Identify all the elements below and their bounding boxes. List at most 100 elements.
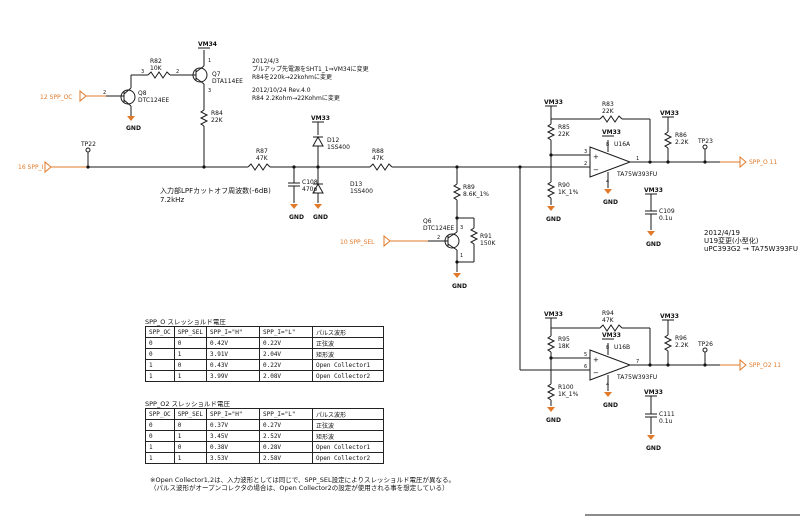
svg-text:R100: R100 <box>558 384 574 391</box>
svg-text:7.2kHz: 7.2kHz <box>160 196 184 204</box>
resistor-r89: R89 8.6K_1% <box>452 183 489 201</box>
svg-text:R83: R83 <box>602 101 614 108</box>
svg-text:TP23: TP23 <box>697 138 713 145</box>
resistor-r84: R84 22K <box>199 109 224 127</box>
svg-text:+: + <box>593 153 599 161</box>
svg-text:Q6: Q6 <box>423 218 432 225</box>
revision-notes: 2012/4/3 プルアップ先電源をSHT1_1⇒VM34に変更 R84を220… <box>252 58 369 102</box>
resistor-r87: R87 47K <box>247 148 271 171</box>
footnote-line-2: （パルス波形がオープンコレクタの場合は、Open Collector2の設定が使… <box>150 484 449 492</box>
svg-text:GND: GND <box>313 214 328 221</box>
q8-ref: Q8 <box>138 90 147 97</box>
svg-text:U19変更(小型化): U19変更(小型化) <box>704 236 759 245</box>
capacitor-c111: VM33 C111 0.1u GND <box>644 389 675 452</box>
svg-text:−: − <box>593 369 599 377</box>
resistor-r85: R85 22K <box>546 123 571 141</box>
svg-text:1: 1 <box>208 58 211 64</box>
svg-text:GND: GND <box>646 241 661 248</box>
svg-text:3: 3 <box>584 149 587 155</box>
svg-text:Q7: Q7 <box>212 71 221 78</box>
lpf-note: 入力部LPFカットオフ周波数(-6dB) <box>160 186 271 195</box>
testpoint-tp22 <box>85 147 91 153</box>
svg-text:GND: GND <box>126 125 141 132</box>
svg-text:VM33: VM33 <box>644 187 663 194</box>
svg-text:R84 2.2Kohm→22Kohmに変更: R84 2.2Kohm→22Kohmに変更 <box>252 94 340 102</box>
svg-text:DTC124EE: DTC124EE <box>423 225 454 232</box>
svg-text:22K: 22K <box>558 131 571 138</box>
svg-text:GND: GND <box>289 214 304 221</box>
svg-text:2012/10/24 Rev.4.0: 2012/10/24 Rev.4.0 <box>252 87 311 94</box>
spp-o2-port <box>739 358 747 372</box>
svg-text:D13: D13 <box>350 181 362 188</box>
threshold-select-section: R89 8.6K_1% R91 150K 10 SPP_SEL 2 Q6 DTC… <box>340 167 496 290</box>
svg-text:7: 7 <box>636 359 639 365</box>
comparator-u16a <box>589 146 632 178</box>
svg-text:VM33: VM33 <box>644 389 663 396</box>
svg-text:TA75W393FU: TA75W393FU <box>616 171 657 178</box>
resistor-r83: R83 22K <box>599 101 623 123</box>
svg-text:GND: GND <box>646 445 661 452</box>
resistor-r86: R86 2.2K <box>663 131 690 149</box>
svg-text:2012/4/19: 2012/4/19 <box>704 229 740 237</box>
svg-text:プルアップ先電源をSHT1_1⇒VM34に変更: プルアップ先電源をSHT1_1⇒VM34に変更 <box>252 65 369 73</box>
svg-text:VM33: VM33 <box>544 311 563 318</box>
svg-text:10K: 10K <box>150 65 163 72</box>
svg-text:TP22: TP22 <box>80 141 96 148</box>
svg-text:150K: 150K <box>480 240 496 247</box>
svg-text:+: + <box>593 356 599 364</box>
resistor-r82: R82 10K <box>147 58 171 79</box>
testpoint-tp26 <box>702 347 708 353</box>
svg-text:C109: C109 <box>659 208 675 215</box>
spp-oc-input-section: 12 SPP_OC 2 Q8 DTC124EE GND 3 R82 10K 2 <box>40 41 243 167</box>
svg-text:47K: 47K <box>256 155 269 162</box>
svg-text:C111: C111 <box>659 411 675 418</box>
svg-text:R96: R96 <box>675 335 687 342</box>
vm34-label: VM34 <box>198 41 217 48</box>
svg-text:GND: GND <box>546 417 561 424</box>
spp-i-net-label: 16 SPP_I <box>18 164 44 171</box>
svg-text:2.2K: 2.2K <box>675 139 690 146</box>
svg-text:R90: R90 <box>558 182 570 189</box>
transistor-q6: Q6 DTC124EE <box>423 218 460 251</box>
transistor-q8: Q8 DTC124EE <box>120 87 169 107</box>
resistor-r96: R96 2.2K <box>663 334 690 352</box>
svg-text:VM33: VM33 <box>602 332 621 339</box>
q8-part: DTC124EE <box>138 97 169 104</box>
svg-text:GND: GND <box>452 283 467 290</box>
svg-text:3: 3 <box>208 88 211 94</box>
spp-i-input-section: 16 SPP_I TP22 R87 47K 入力部LPFカットオフ周波数(-6d… <box>18 141 370 204</box>
svg-text:U16A: U16A <box>614 141 631 148</box>
spp-o2-net-label: SPP_O2 11 <box>749 362 781 369</box>
svg-text:GND: GND <box>546 216 561 223</box>
svg-text:GND: GND <box>603 199 618 206</box>
svg-text:TA75W393FU: TA75W393FU <box>616 374 657 381</box>
svg-text:R89: R89 <box>463 184 475 191</box>
comparator-u16a-section: VM33 R85 22K R90 1K_1% GND R83 22K <box>544 99 777 248</box>
svg-text:22K: 22K <box>211 117 224 124</box>
svg-text:R91: R91 <box>480 233 492 240</box>
svg-text:TP26: TP26 <box>697 341 713 348</box>
capacitor-c109: VM33 C109 0.1u GND <box>644 187 675 248</box>
svg-text:47K: 47K <box>602 317 615 324</box>
table2-title: SPP_O2 スレッショルド電圧 <box>145 400 231 408</box>
svg-text:22K: 22K <box>602 108 615 115</box>
resistor-r94: R94 47K <box>599 310 623 332</box>
svg-text:R85: R85 <box>558 124 570 131</box>
svg-text:0.1u: 0.1u <box>659 418 673 425</box>
svg-text:5: 5 <box>584 352 587 358</box>
svg-text:VM33: VM33 <box>660 313 679 320</box>
spp-oc-port <box>79 89 87 103</box>
svg-text:U16B: U16B <box>614 344 630 351</box>
svg-text:2: 2 <box>176 69 179 75</box>
svg-text:3: 3 <box>460 225 463 231</box>
svg-text:GND: GND <box>603 402 618 409</box>
